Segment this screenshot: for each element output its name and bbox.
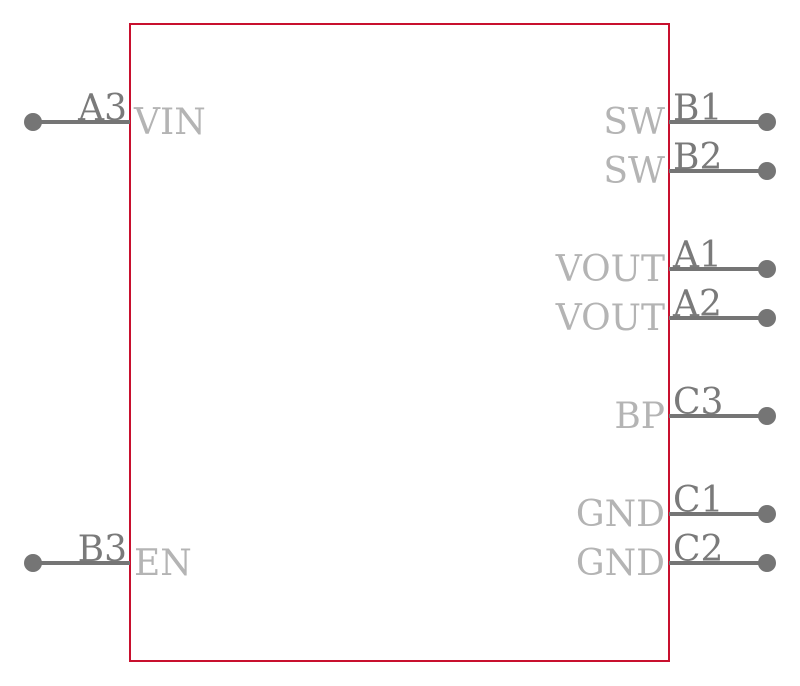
pin-b1-number: B1	[673, 88, 722, 129]
pin-b1-name: SW	[603, 102, 665, 143]
pin-a2-name: VOUT	[555, 298, 665, 339]
pin-c1[interactable]: C1 GND	[576, 480, 776, 535]
pin-c2[interactable]: C2 GND	[576, 529, 776, 584]
pin-b3[interactable]: B3 EN	[24, 529, 192, 584]
pin-c3[interactable]: C3 BP	[614, 382, 776, 437]
pin-a1-number: A1	[672, 235, 722, 276]
pin-c2-number: C2	[673, 529, 723, 570]
pin-c1-endpoint[interactable]	[758, 505, 776, 523]
pin-c3-endpoint[interactable]	[758, 407, 776, 425]
pin-c1-name: GND	[576, 494, 665, 535]
pin-a1-endpoint[interactable]	[758, 260, 776, 278]
pin-b2[interactable]: B2 SW	[603, 137, 776, 192]
pin-c2-endpoint[interactable]	[758, 554, 776, 572]
component-body	[129, 23, 670, 662]
pin-b2-name: SW	[603, 151, 665, 192]
pin-b1[interactable]: B1 SW	[603, 88, 776, 143]
pin-c1-number: C1	[673, 480, 723, 521]
pin-a1-name: VOUT	[555, 249, 665, 290]
pin-b2-number: B2	[673, 137, 722, 178]
pin-b1-endpoint[interactable]	[758, 113, 776, 131]
pin-b2-endpoint[interactable]	[758, 162, 776, 180]
pin-a3-endpoint[interactable]	[24, 113, 42, 131]
pin-a3-name: VIN	[133, 102, 206, 143]
pin-a3-number: A3	[77, 88, 127, 129]
pin-c3-name: BP	[614, 396, 665, 437]
pin-a3[interactable]: A3 VIN	[24, 88, 206, 143]
pin-a2[interactable]: A2 VOUT	[555, 284, 776, 339]
pin-b3-endpoint[interactable]	[24, 554, 42, 572]
pin-b3-name: EN	[134, 543, 192, 584]
pin-a1[interactable]: A1 VOUT	[555, 235, 776, 290]
pin-c3-number: C3	[673, 382, 723, 423]
pin-c2-name: GND	[576, 543, 665, 584]
pin-a2-number: A2	[672, 284, 722, 325]
pin-a2-endpoint[interactable]	[758, 309, 776, 327]
pin-b3-number: B3	[78, 529, 127, 570]
